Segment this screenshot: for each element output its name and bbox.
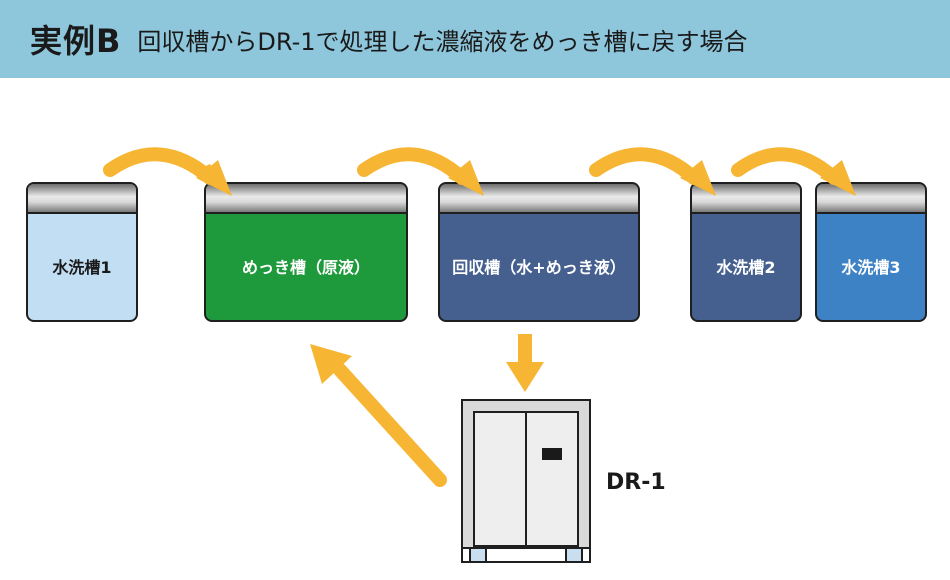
header-banner: 実例B 回収槽からDR-1で処理した濃縮液をめっき槽に戻す場合 (0, 0, 950, 78)
tank-rim (692, 184, 800, 214)
page-title: 回収槽からDR-1で処理した濃縮液をめっき槽に戻す場合 (137, 27, 748, 56)
tank-rinse-2: 水洗槽2 (690, 182, 802, 322)
flow-arrow-recovery-to-rinse2 (589, 147, 716, 196)
flow-arrow-recovery-to-device (506, 334, 544, 392)
tank-label: 水洗槽3 (841, 258, 901, 277)
device-base (461, 547, 591, 563)
device-door-left (473, 411, 527, 547)
flow-arrows (103, 147, 856, 487)
tank-label: 水洗槽2 (716, 258, 776, 277)
tank-rinse-3: 水洗槽3 (815, 182, 927, 322)
tank-rim (817, 184, 925, 214)
tank-label: めっき槽（原液） (241, 258, 370, 277)
tank-label: 水洗槽1 (52, 258, 112, 277)
dr1-device (461, 399, 591, 563)
device-foot-right (565, 547, 583, 563)
tank-rinse-1: 水洗槽1 (26, 182, 138, 322)
tank-rim (206, 184, 406, 214)
tank-plating: めっき槽（原液） (204, 182, 408, 322)
device-door-right (525, 411, 579, 547)
tank-label: 回収槽（水+めっき液） (452, 258, 626, 277)
flow-arrow-device-to-plating (310, 344, 447, 487)
flow-arrow-plating-to-recovery (357, 147, 484, 196)
tank-recovery: 回収槽（水+めっき液） (438, 182, 640, 322)
flow-arrow-rinse1-to-plating (103, 147, 232, 196)
device-label: DR-1 (606, 470, 666, 495)
device-panel (542, 448, 562, 460)
example-label: 実例B (30, 22, 122, 60)
tank-rim (28, 184, 136, 214)
flow-arrow-rinse2-to-rinse3 (731, 147, 856, 196)
device-foot-left (469, 547, 487, 563)
